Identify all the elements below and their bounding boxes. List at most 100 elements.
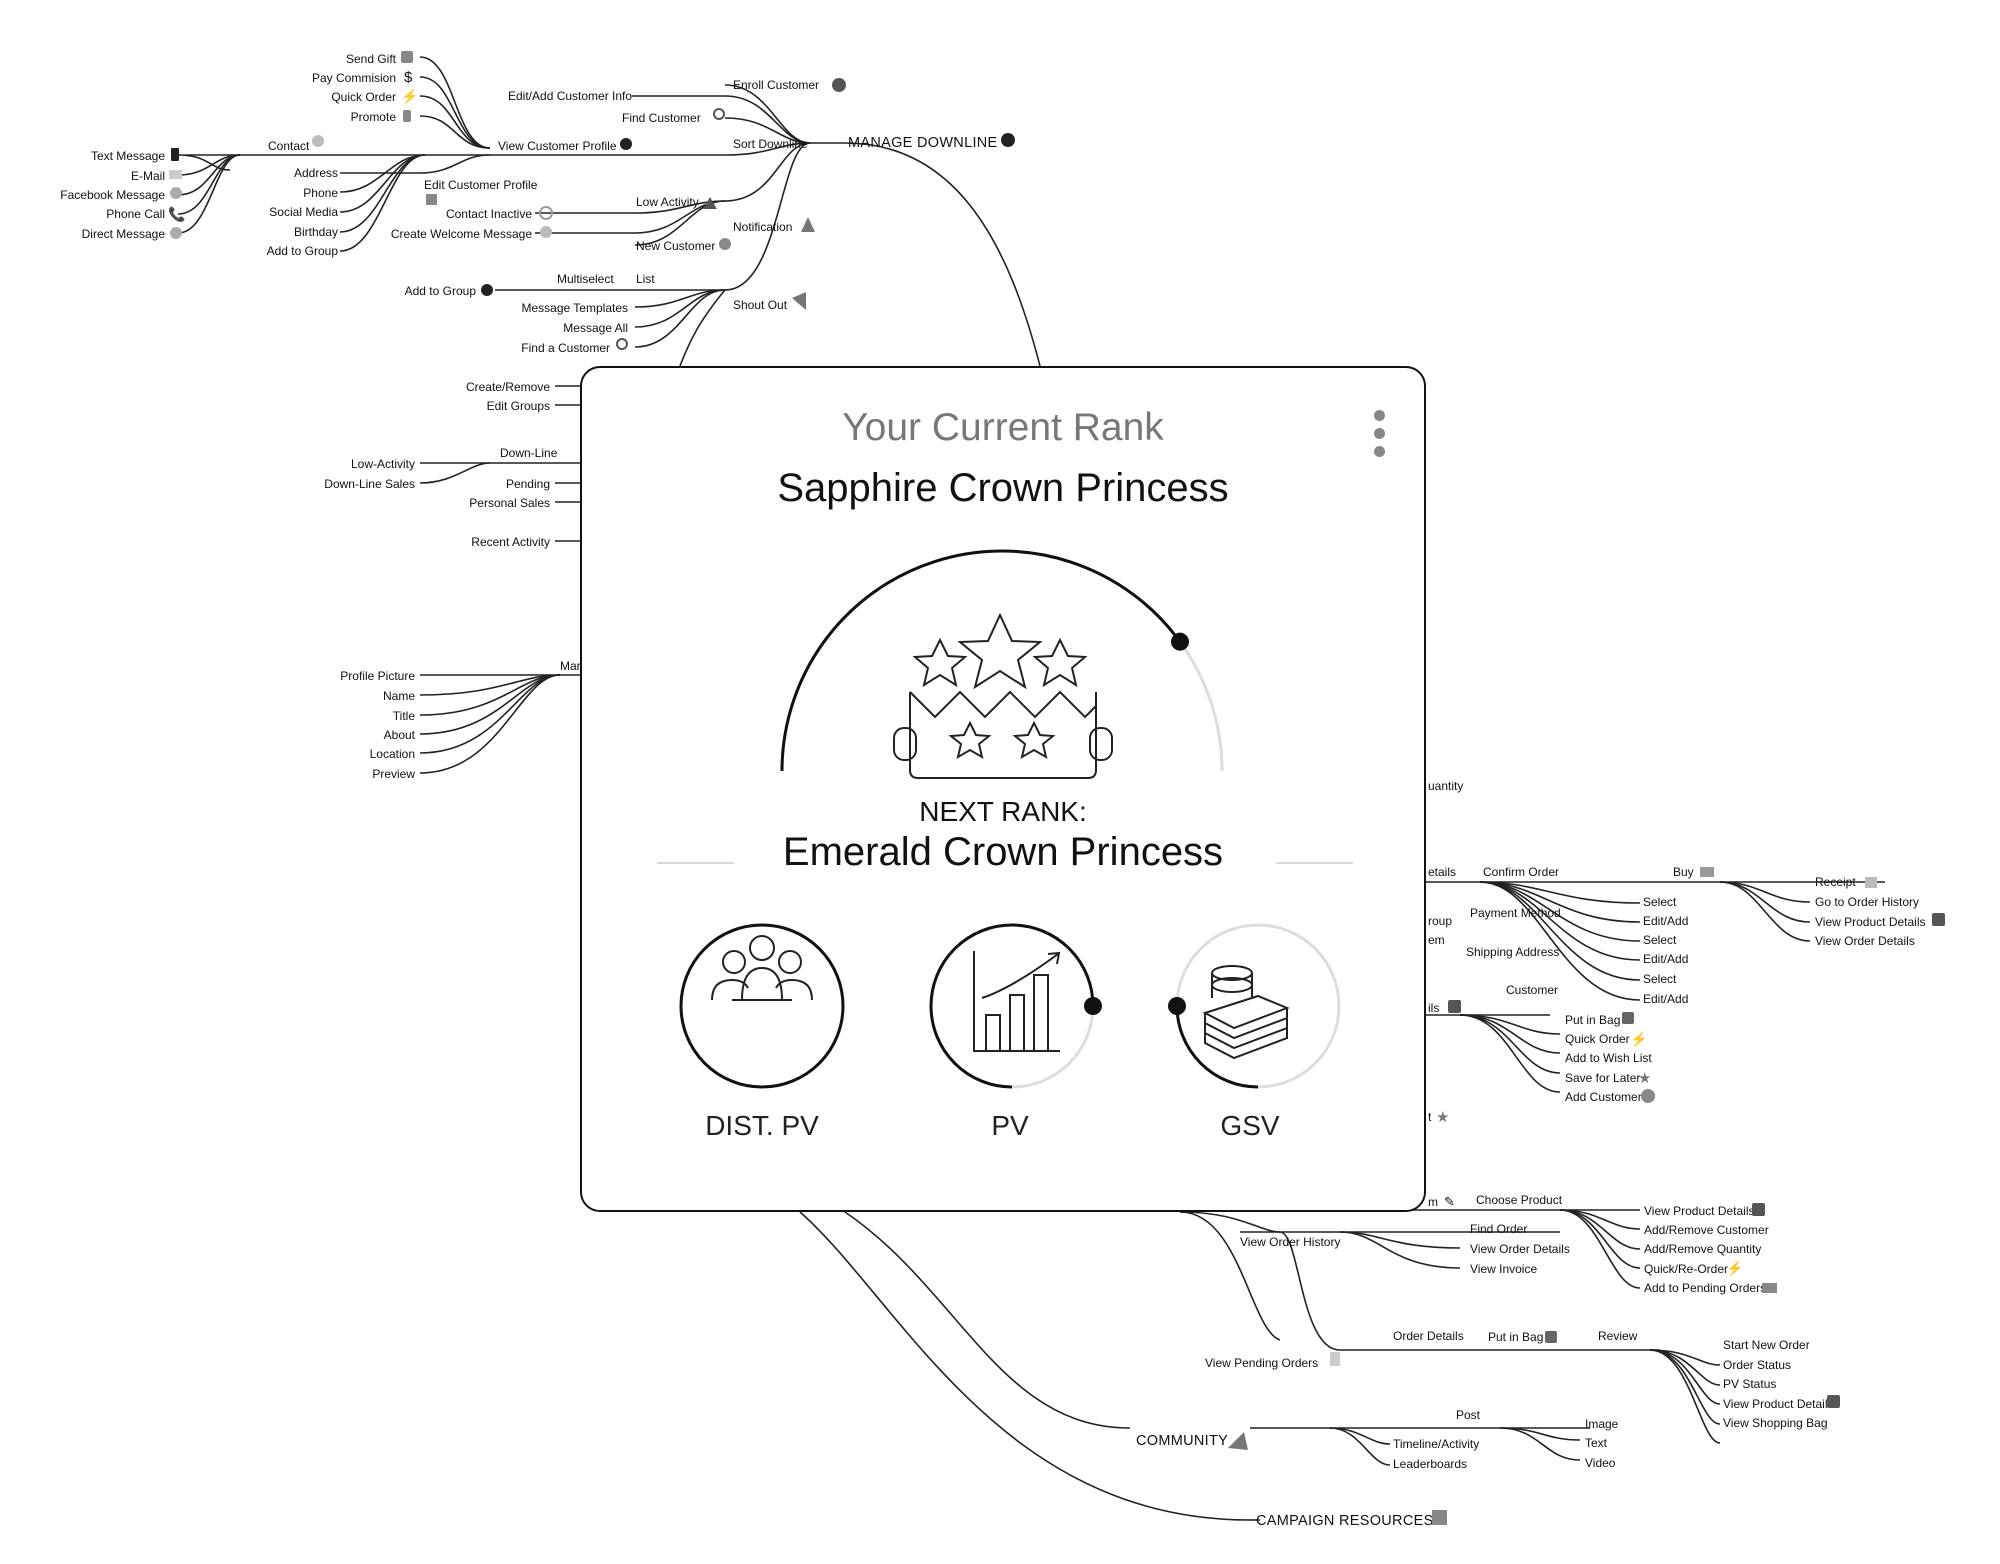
- node-add-remove-quantity: Add/Remove Quantity: [1644, 1242, 1761, 1256]
- rank-progress-fill: [780, 549, 1182, 772]
- metric-ring-fill: [929, 923, 1095, 1089]
- connector: [1329, 1427, 1391, 1466]
- node-em-partial: em: [1428, 933, 1445, 947]
- connector: [634, 200, 726, 246]
- node-order-status: Order Status: [1723, 1358, 1791, 1372]
- node-address: Address: [294, 166, 338, 180]
- node-phone-call: Phone Call: [106, 207, 165, 221]
- chat-icon: [170, 187, 182, 199]
- connector: [1179, 1211, 1281, 1341]
- node-m-partial: m: [1428, 1195, 1438, 1209]
- node-sort-downline: Sort Downline: [733, 137, 808, 151]
- connector: [844, 1211, 1131, 1429]
- node-edit-add-3: Edit/Add: [1643, 992, 1688, 1006]
- node-shipping-address: Shipping Address: [1466, 945, 1559, 959]
- node-details-partial: etails: [1428, 865, 1456, 879]
- node-quick-order: Quick Order: [331, 90, 396, 104]
- magnifier-icon: [713, 108, 725, 120]
- connector: [844, 142, 1041, 367]
- group-add-icon: [481, 284, 493, 296]
- connector: [419, 56, 491, 149]
- node-message-templates: Message Templates: [522, 301, 629, 315]
- next-rank-label: NEXT RANK:: [919, 796, 1087, 827]
- connector: [339, 154, 426, 252]
- speaking-head-icon: [1001, 133, 1015, 147]
- more-options-button[interactable]: [1372, 410, 1386, 460]
- node-preview: Preview: [372, 767, 415, 781]
- connector: [1459, 1014, 1561, 1093]
- node-payment-method: Payment Method: [1470, 906, 1561, 920]
- node-shout-out: Shout Out: [733, 298, 788, 312]
- node-view-order-details-2: View Order Details: [1470, 1242, 1570, 1256]
- connector: [419, 115, 491, 149]
- bubble-icon: [540, 226, 552, 238]
- metric-label-dist-pv: DIST. PV: [705, 1110, 819, 1141]
- node-add-to-group: Add to Group: [267, 244, 339, 258]
- team-icon: [711, 935, 813, 1001]
- node-view-pending-orders: View Pending Orders: [1205, 1356, 1318, 1370]
- connector: [1719, 881, 1811, 942]
- money-stack-icon: [1202, 965, 1290, 1060]
- trophy-icon: [403, 110, 411, 122]
- connector: [724, 84, 811, 144]
- message-icon: [170, 227, 182, 239]
- connector: [724, 117, 811, 144]
- node-direct-message: Direct Message: [82, 227, 166, 241]
- card-title: Your Current Rank: [842, 406, 1164, 449]
- node-low-activity: Low Activity: [636, 195, 699, 209]
- info-icon: [1448, 1000, 1461, 1013]
- node-notification: Notification: [733, 220, 792, 234]
- node-choose-product: Choose Product: [1476, 1193, 1563, 1207]
- node-customer: Customer: [1506, 983, 1558, 997]
- node-select-3: Select: [1643, 972, 1677, 986]
- node-timeline-activity: Timeline/Activity: [1393, 1437, 1479, 1451]
- info-icon: [1752, 1203, 1765, 1216]
- node-receipt: Receipt: [1815, 875, 1856, 889]
- node-review: Review: [1598, 1329, 1638, 1343]
- dot-icon: [1373, 410, 1385, 421]
- connector: [1479, 881, 1641, 981]
- node-quantity-partial: uantity: [1428, 779, 1463, 793]
- party-popper-icon: [1228, 1432, 1248, 1450]
- star-icon: ★: [1638, 1070, 1651, 1087]
- node-confirm-order: Confirm Order: [1483, 865, 1559, 879]
- books-icon: [1432, 1510, 1447, 1525]
- connector: [1499, 1427, 1581, 1461]
- node-facebook-message: Facebook Message: [60, 188, 165, 202]
- dot-icon: [1373, 428, 1385, 439]
- metric-label-gsv: GSV: [1220, 1110, 1280, 1141]
- node-select-2: Select: [1643, 933, 1677, 947]
- connector: [339, 154, 426, 213]
- connector: [799, 1211, 1251, 1521]
- node-multiselect: Multiselect: [557, 272, 614, 286]
- node-about: About: [384, 728, 416, 742]
- node-title: Title: [393, 709, 416, 723]
- clipboard-icon: [1330, 1352, 1340, 1366]
- node-go-to-order-history: Go to Order History: [1815, 895, 1919, 909]
- node-low-activity-2: Low-Activity: [351, 457, 415, 471]
- node-down-line: Down-Line: [500, 446, 558, 460]
- connector: [1479, 881, 1641, 1001]
- node-view-invoice: View Invoice: [1470, 1262, 1537, 1276]
- node-find-a-customer: Find a Customer: [521, 341, 610, 355]
- connector: [679, 289, 726, 367]
- shopping-bag-icon: [1545, 1331, 1557, 1343]
- connector: [419, 674, 561, 774]
- lightning-icon: ⚡: [1630, 1031, 1647, 1048]
- truck-icon: [1762, 1283, 1777, 1293]
- connector: [724, 142, 811, 291]
- dot-icon: [1373, 446, 1385, 457]
- node-view-product-details-2: View Product Details: [1644, 1204, 1755, 1218]
- current-rank: Sapphire Crown Princess: [777, 466, 1229, 510]
- bar-chart-growth-icon: [973, 951, 1061, 1052]
- bell-icon: [801, 217, 815, 232]
- connector: [1649, 1349, 1721, 1444]
- refresh-icon: [539, 206, 553, 220]
- node-image: Image: [1585, 1417, 1619, 1431]
- node-leaderboards: Leaderboards: [1393, 1457, 1467, 1471]
- crown-icon: [893, 612, 1113, 779]
- node-view-product-details-3: View Product Details: [1723, 1397, 1834, 1411]
- node-community: COMMUNITY: [1136, 1433, 1228, 1449]
- node-mar: Mar: [560, 659, 581, 673]
- phone-call-icon: 📞: [168, 205, 186, 223]
